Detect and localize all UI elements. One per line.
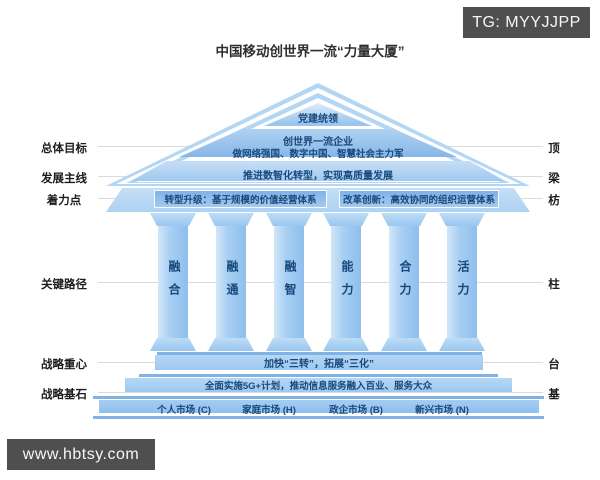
watermark-badge-bottom-left: www.hbtsy.com [7, 439, 155, 470]
market-emerging: 新兴市场 (N) [415, 405, 469, 416]
pillar-capital [323, 213, 369, 226]
pillar-shaft [389, 226, 419, 338]
foundation-bar [99, 400, 539, 413]
pillar-text-huoli: 活力 [456, 260, 470, 306]
pillar-base [323, 338, 369, 351]
platform-mid-strip [139, 374, 498, 377]
key-path-label: 关键路径 [41, 279, 87, 291]
fang-label: 枋 [548, 195, 560, 207]
goal-line2-text: 做网络强国、数字中国、智慧社会主力军 [232, 149, 404, 160]
pillar-base [381, 338, 427, 351]
pillar-text-rongzhi: 融智 [283, 260, 297, 306]
platform-top-bar: 加快“三转”，拓展“三化” [155, 355, 483, 370]
pillar-shaft [158, 226, 188, 338]
market-personal: 个人市场 (C) [157, 405, 211, 416]
pillar-text-ronghe: 融合 [167, 260, 181, 306]
foundation-top-strip [93, 396, 544, 399]
strategic-center-label: 战略重心 [41, 359, 87, 371]
pillar-capital [381, 213, 427, 226]
pillar-text-heli: 合力 [398, 260, 412, 306]
goal-line1-text: 创世界一流企业 [283, 137, 353, 148]
pillar-shaft [331, 226, 361, 338]
pillar-capital [208, 213, 254, 226]
pillar-shaft [274, 226, 304, 338]
foundation-label: 基 [548, 389, 560, 401]
column-label: 柱 [548, 279, 560, 291]
mainline-band [131, 161, 505, 181]
pillar-text-nengli: 能力 [340, 260, 354, 306]
pillar-text-rongtong: 融通 [225, 260, 239, 306]
pillar-capital [150, 213, 196, 226]
diagram-title: 中国移动创世界一流“力量大厦” [215, 44, 405, 59]
guide-line-row-6 [98, 392, 543, 393]
beam-label: 梁 [548, 173, 560, 185]
pillar-base [208, 338, 254, 351]
focus-point-label: 着力点 [46, 195, 82, 207]
party-building-text: 党建统领 [298, 114, 338, 125]
reform-innovation-box: 改革创新：高效协同的组织运营体系 [339, 190, 499, 208]
pillar-shaft [216, 226, 246, 338]
overall-goal-label: 总体目标 [41, 143, 87, 155]
guide-line-row-4 [98, 282, 543, 283]
market-home: 家庭市场 (H) [242, 405, 296, 416]
pillar-capital [439, 213, 485, 226]
pillar-base [266, 338, 312, 351]
platform-mid-bar: 全面实施5G+计划，推动信息服务融入百业、服务大众 [125, 378, 512, 392]
pillar-shaft [447, 226, 477, 338]
roof-top-label: 顶 [548, 143, 560, 155]
market-government-enterprise: 政企市场 (B) [329, 405, 383, 416]
platform-label: 台 [548, 359, 560, 371]
development-mainline-label: 发展主线 [41, 173, 87, 185]
pillar-base [150, 338, 196, 351]
strategic-foundation-label: 战略基石 [41, 389, 87, 401]
pillar-base [439, 338, 485, 351]
platform-top-strip [157, 352, 482, 355]
pillar-capital [266, 213, 312, 226]
mainline-text: 推进数智化转型，实现高质量发展 [243, 171, 393, 182]
foundation-bottom-strip [93, 416, 544, 419]
transform-upgrade-box: 转型升级：基于规模的价值经营体系 [154, 190, 327, 208]
watermark-badge-top-right: TG: MYYJJPP [463, 7, 590, 38]
